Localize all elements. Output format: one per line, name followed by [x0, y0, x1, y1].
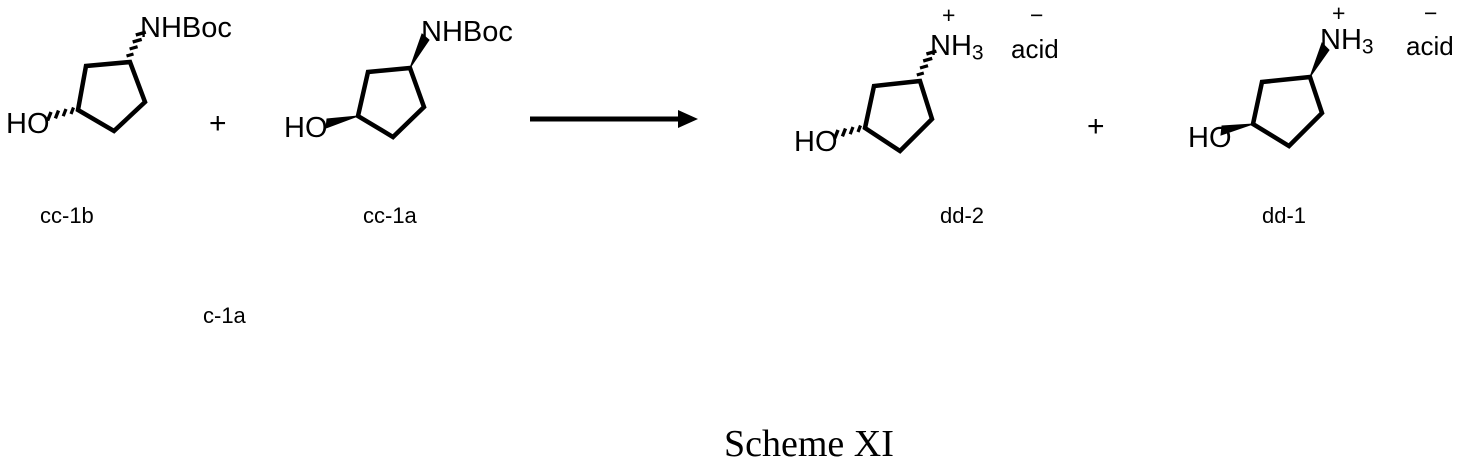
- structure-cc-1b: NHBoc HO: [0, 0, 260, 205]
- cyclopentane-ring: [1250, 74, 1325, 149]
- reaction-arrow: [528, 100, 708, 145]
- charge-minus-counterion: −: [1424, 0, 1438, 26]
- charge-plus-ammonium: +: [1332, 0, 1346, 26]
- charge-minus-counterion: −: [1030, 2, 1044, 28]
- dd-2-skeleton: [833, 49, 937, 154]
- structure-dd-2: + NH3 HO − acid: [790, 0, 1070, 205]
- structure-dd-1: + NH3 HO − acid: [1188, 0, 1465, 205]
- dd-1-skeleton: [1220, 42, 1330, 149]
- arrow-head: [678, 110, 698, 128]
- substituent-label-nhboc: NHBoc: [421, 16, 513, 48]
- nh3-subscript: 3: [1361, 35, 1374, 59]
- compound-label-dd-1: dd-1: [1262, 203, 1307, 228]
- bold-wedge-to-ho: [325, 115, 359, 129]
- arrow-glyph: [530, 110, 698, 128]
- substituent-label-nhboc: NHBoc: [140, 12, 232, 44]
- plus-operator-products: +: [1087, 110, 1105, 143]
- compound-label-cc-1a: cc-1a: [363, 203, 417, 228]
- hashed-bond-to-ho: [833, 124, 862, 140]
- substituent-label-ho: HO: [1188, 122, 1232, 154]
- charge-plus-ammonium: +: [942, 2, 956, 28]
- plus-operator-reactants: +: [209, 107, 227, 140]
- scheme-caption: Scheme XI: [724, 423, 894, 465]
- cc-1b-skeleton: [46, 30, 148, 134]
- cyclopentane-ring: [862, 78, 935, 154]
- hashed-bond-to-nh3: [916, 49, 937, 77]
- structure-cc-1a: NHBoc HO: [280, 0, 540, 205]
- counterion-label-acid: acid: [1011, 34, 1059, 64]
- bold-wedge-to-ho: [1220, 123, 1254, 136]
- substituent-label-ho: HO: [284, 112, 328, 144]
- cyclopentane-ring: [355, 65, 427, 140]
- hashed-bond-to-nhboc: [126, 30, 147, 58]
- substituent-label-nh3: NH3: [930, 32, 984, 64]
- cyclopentane-ring: [75, 59, 148, 134]
- cc-1a-skeleton: [325, 33, 430, 140]
- compound-label-dd-2: dd-2: [940, 203, 985, 228]
- hashed-bond-to-ho: [46, 106, 75, 122]
- extra-compound-label-c-1a: c-1a: [203, 303, 246, 328]
- nh3-subscript: 3: [971, 41, 984, 65]
- substituent-label-ho: HO: [794, 126, 838, 158]
- substituent-label-nh3: NH3: [1320, 26, 1374, 58]
- bold-wedge-to-nhboc: [409, 33, 430, 69]
- nh-text: NH: [930, 30, 972, 62]
- bold-wedge-to-nh3: [1309, 42, 1330, 78]
- nh-text: NH: [1320, 24, 1362, 56]
- counterion-label-acid: acid: [1406, 31, 1454, 61]
- compound-label-cc-1b: cc-1b: [40, 203, 94, 228]
- substituent-label-ho: HO: [6, 108, 50, 140]
